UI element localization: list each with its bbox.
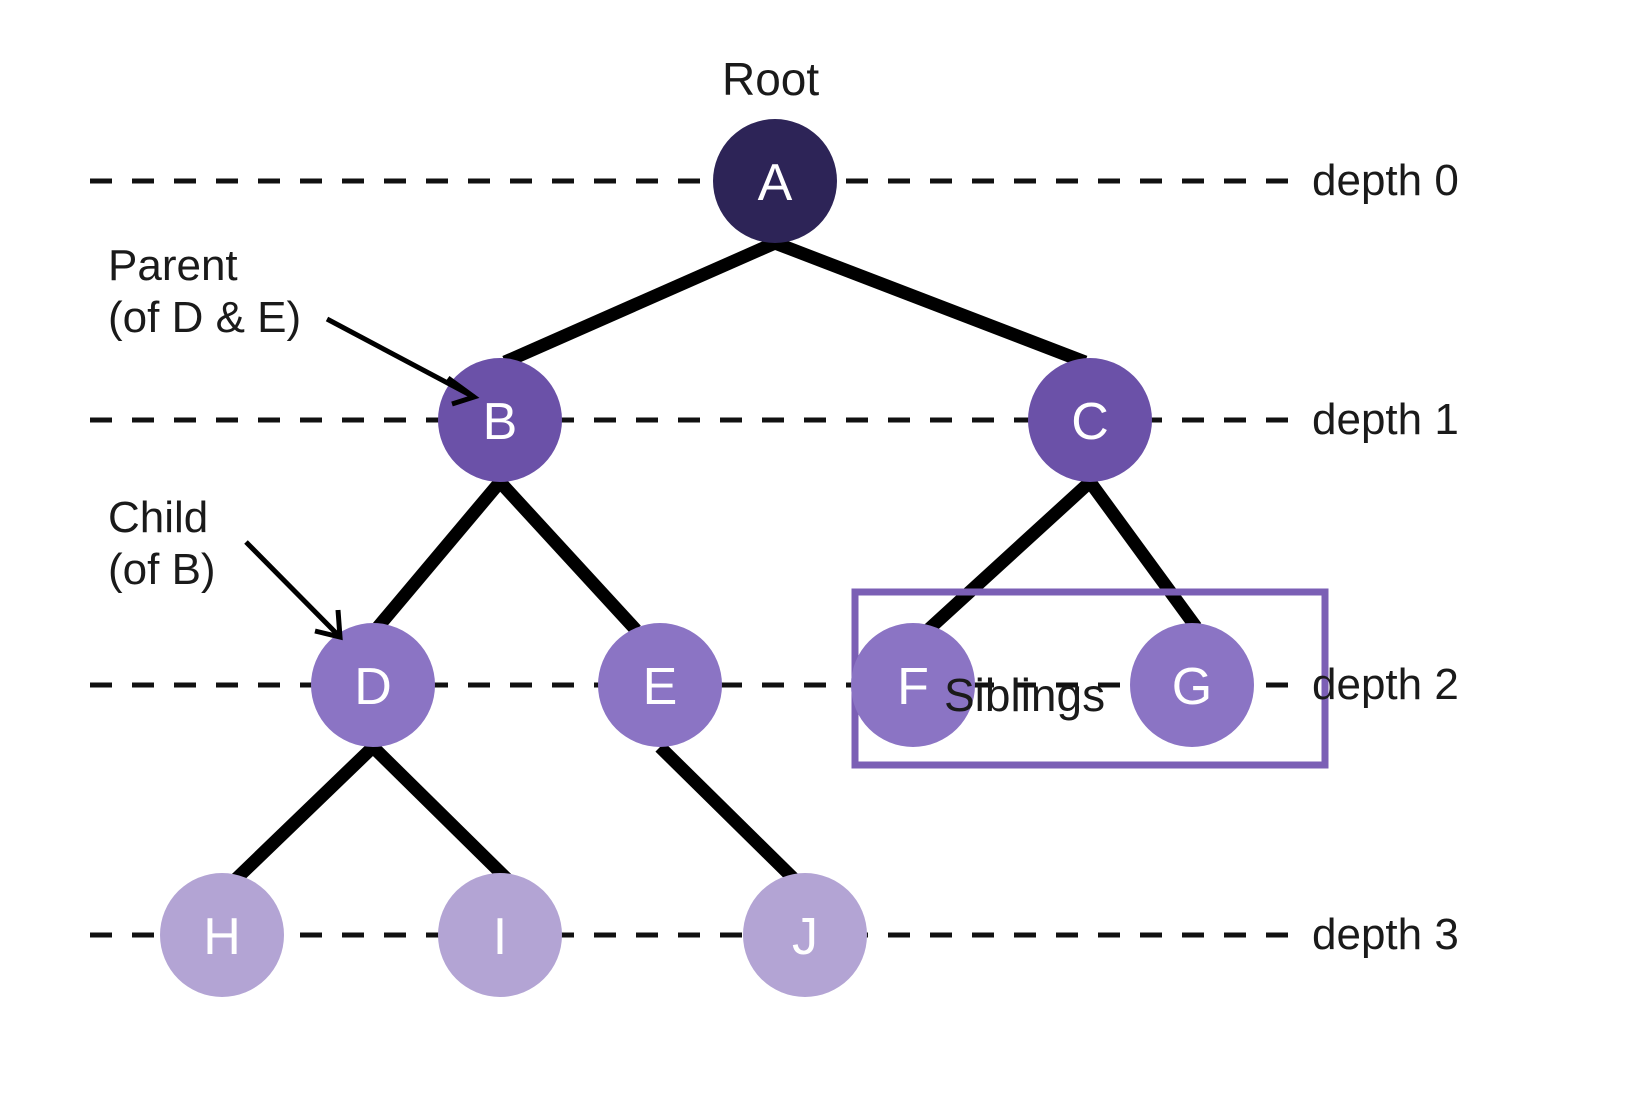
depth-label-0: depth 0	[1312, 156, 1459, 205]
node-j-circle	[743, 873, 867, 997]
child-annotation-label: Child (of B)	[108, 492, 216, 596]
child-annotation-line1: Child	[108, 493, 209, 542]
node-d-circle	[311, 623, 435, 747]
node-j[interactable]: J	[743, 873, 867, 997]
node-i[interactable]: I	[438, 873, 562, 997]
node-j-label: J	[792, 908, 818, 966]
node-a-circle	[713, 119, 837, 243]
root-caption: Root	[722, 53, 820, 105]
edge-a-c	[772, 236, 1088, 369]
parent-annotation-arrow	[325, 316, 480, 407]
depth-label-2: depth 2	[1312, 660, 1459, 709]
edge-d-i	[368, 742, 513, 885]
child-annotation-line2: (of B)	[108, 544, 216, 594]
annotation-arrows	[244, 316, 480, 641]
node-b-circle	[438, 358, 562, 482]
node-d-label: D	[354, 658, 392, 716]
node-g[interactable]: G	[1130, 623, 1254, 747]
tree-nodes: A B C D E F G	[160, 119, 1254, 997]
node-a[interactable]: A	[713, 119, 837, 243]
tree-edges	[230, 236, 1202, 885]
node-f-circle	[851, 623, 975, 747]
parent-annotation-line2: (of D & E)	[108, 292, 302, 342]
node-a-label: A	[758, 154, 793, 212]
depth-label-1: depth 1	[1312, 395, 1459, 444]
node-b[interactable]: B	[438, 358, 562, 482]
edge-a-b	[502, 237, 778, 368]
depth-label-3: depth 3	[1312, 910, 1459, 959]
siblings-caption: Siblings	[944, 669, 1106, 721]
node-i-label: I	[493, 908, 507, 966]
parent-annotation-label: Parent (of D & E)	[108, 240, 301, 344]
child-annotation-arrow	[244, 540, 343, 641]
edge-e-j	[655, 742, 800, 885]
node-e-circle	[598, 623, 722, 747]
node-e-label: E	[643, 658, 678, 716]
node-h-label: H	[203, 908, 241, 966]
node-c-circle	[1028, 358, 1152, 482]
edge-b-e	[495, 477, 641, 635]
edge-b-d	[373, 477, 505, 632]
node-h-circle	[160, 873, 284, 997]
node-f-label: F	[897, 658, 929, 716]
parent-annotation-line1: Parent	[108, 241, 238, 290]
edge-c-g	[1084, 478, 1202, 631]
node-c[interactable]: C	[1028, 358, 1152, 482]
node-d[interactable]: D	[311, 623, 435, 747]
edge-c-f	[923, 477, 1095, 635]
node-i-circle	[438, 873, 562, 997]
node-g-circle	[1130, 623, 1254, 747]
node-g-label: G	[1172, 658, 1212, 716]
node-b-label: B	[483, 393, 518, 451]
node-c-label: C	[1071, 393, 1109, 451]
node-h[interactable]: H	[160, 873, 284, 997]
node-e[interactable]: E	[598, 623, 722, 747]
edge-d-h	[230, 742, 378, 885]
node-f[interactable]: F	[851, 623, 975, 747]
